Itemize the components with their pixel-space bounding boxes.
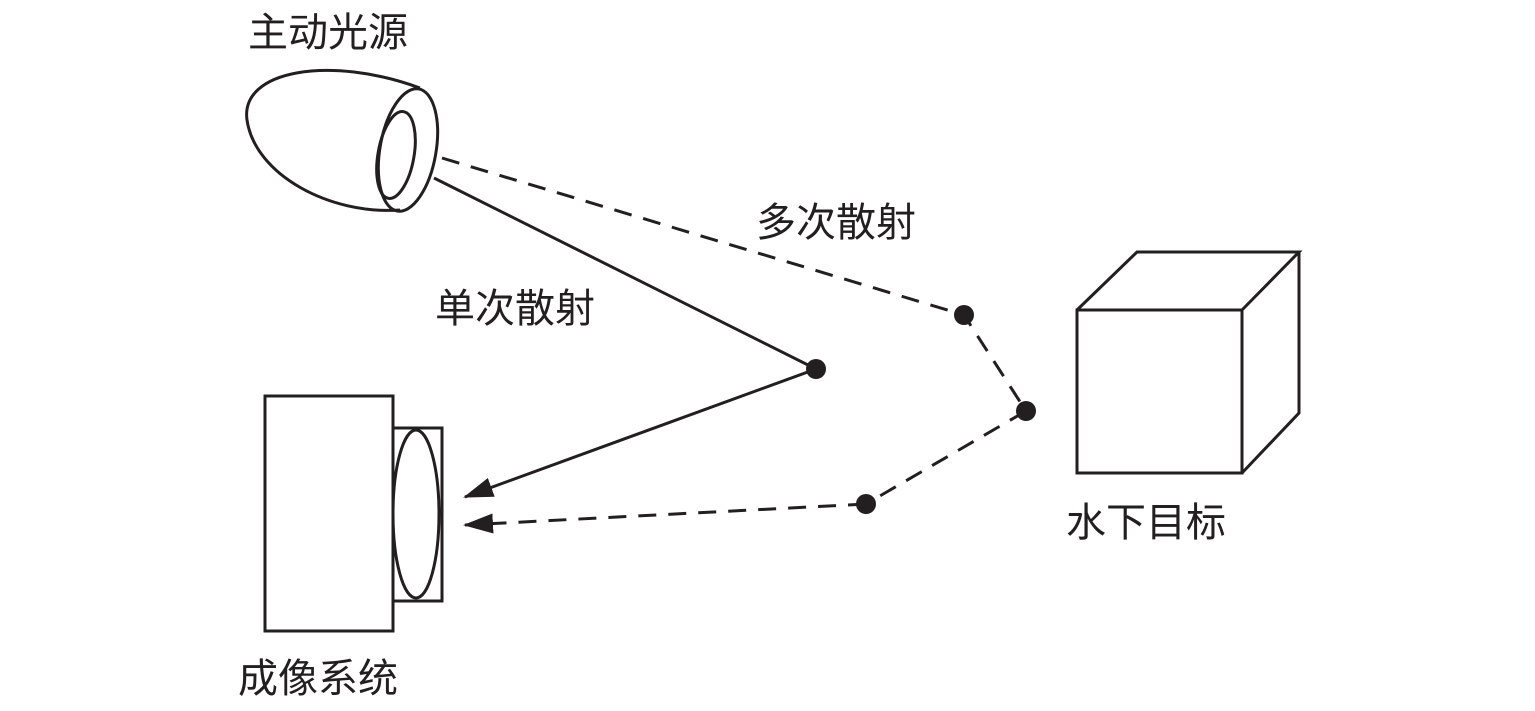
- multiple-scattering-label: 多次散射: [756, 200, 916, 246]
- underwater-target-label: 水下目标: [1066, 500, 1226, 546]
- multi-scatter-point-1: [954, 305, 974, 325]
- multi-scatter-point-3: [856, 494, 876, 514]
- imaging-system-label: 成像系统: [238, 656, 398, 702]
- single-scattering-path: [433, 176, 826, 499]
- multiple-scattering-path: [441, 156, 1036, 534]
- multi-scatter-point-2: [1016, 401, 1036, 421]
- underwater-target-cube: [1075, 250, 1303, 475]
- single-scattering-label: 单次散射: [435, 286, 595, 332]
- light-source-label: 主动光源: [248, 10, 408, 56]
- light-source: [245, 68, 440, 213]
- single-scatter-point: [806, 359, 826, 379]
- imaging-system: [263, 394, 444, 633]
